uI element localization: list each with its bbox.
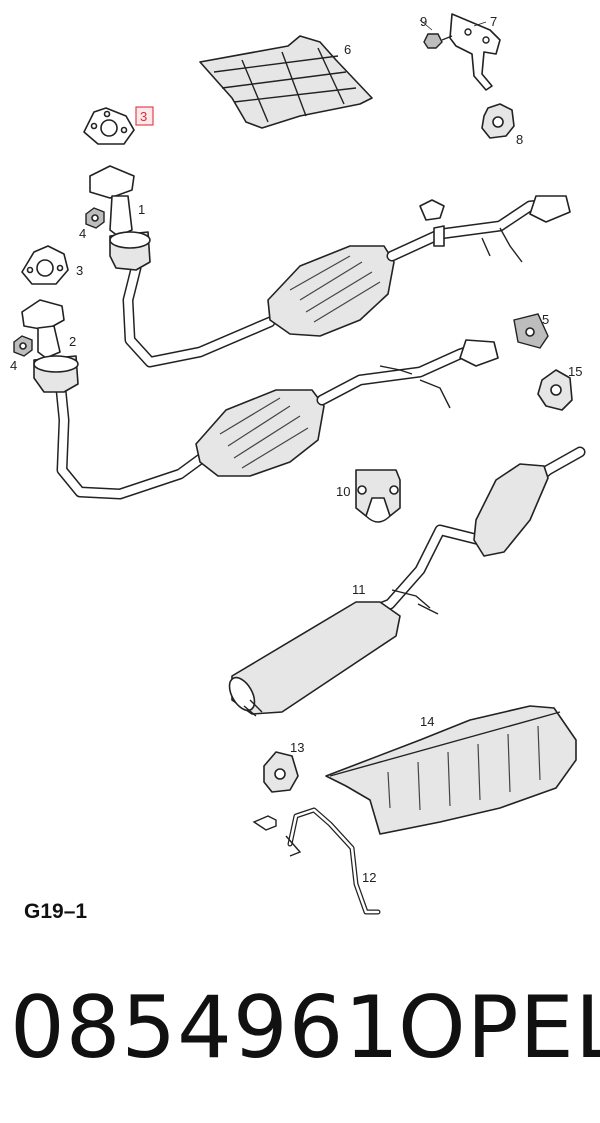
rubber-mount-15 (537, 369, 573, 411)
callout-5: 5 (542, 312, 549, 327)
rear-silencer (228, 601, 401, 717)
front-pipe-upper (89, 165, 276, 368)
catalytic-converter-lower (195, 339, 499, 477)
heat-shield-lower (325, 705, 577, 835)
gasket-top (83, 107, 135, 145)
bracket-lower (252, 807, 381, 915)
callout-15: 15 (568, 364, 582, 379)
rubber-mount-5 (513, 313, 549, 349)
bracket-upper (449, 13, 501, 91)
center-silencer-pipe (374, 446, 586, 615)
callout-14: 14 (420, 714, 434, 729)
leader-lines (419, 19, 487, 31)
brand-name: OPEL (398, 978, 600, 1078)
clamp-10 (355, 469, 401, 523)
nut-upper (85, 207, 105, 229)
callout-4-upper: 4 (79, 226, 86, 241)
bolt-upper (423, 33, 453, 49)
front-pipe-lower (21, 299, 216, 500)
callout-1: 1 (138, 202, 145, 217)
callout-2: 2 (69, 334, 76, 349)
callout-4-lower: 4 (10, 358, 17, 373)
nut-lower (13, 335, 33, 357)
callout-10: 10 (336, 484, 350, 499)
callout-8: 8 (516, 132, 523, 147)
callout-13: 13 (290, 740, 304, 755)
callout-3-highlighted[interactable]: 3 (135, 106, 154, 126)
part-number: 0854961 (10, 978, 401, 1078)
exhaust-system-diagram: 1 2 3 4 4 5 6 7 8 9 10 11 12 13 14 15 3 (10, 13, 586, 915)
heat-shield-upper (199, 35, 373, 129)
callout-6: 6 (344, 42, 351, 57)
gasket-middle (21, 245, 69, 285)
rubber-mount-13 (263, 751, 299, 793)
callout-11: 11 (352, 582, 366, 597)
callout-9: 9 (420, 14, 427, 29)
callout-12: 12 (362, 870, 376, 885)
diagram-code: G19–1 (24, 900, 88, 923)
callout-3-highlighted-label: 3 (140, 109, 147, 124)
callout-3-middle: 3 (76, 263, 83, 278)
rubber-mount-8 (481, 103, 515, 139)
callout-7: 7 (490, 14, 497, 29)
catalytic-converter-upper (267, 195, 571, 337)
